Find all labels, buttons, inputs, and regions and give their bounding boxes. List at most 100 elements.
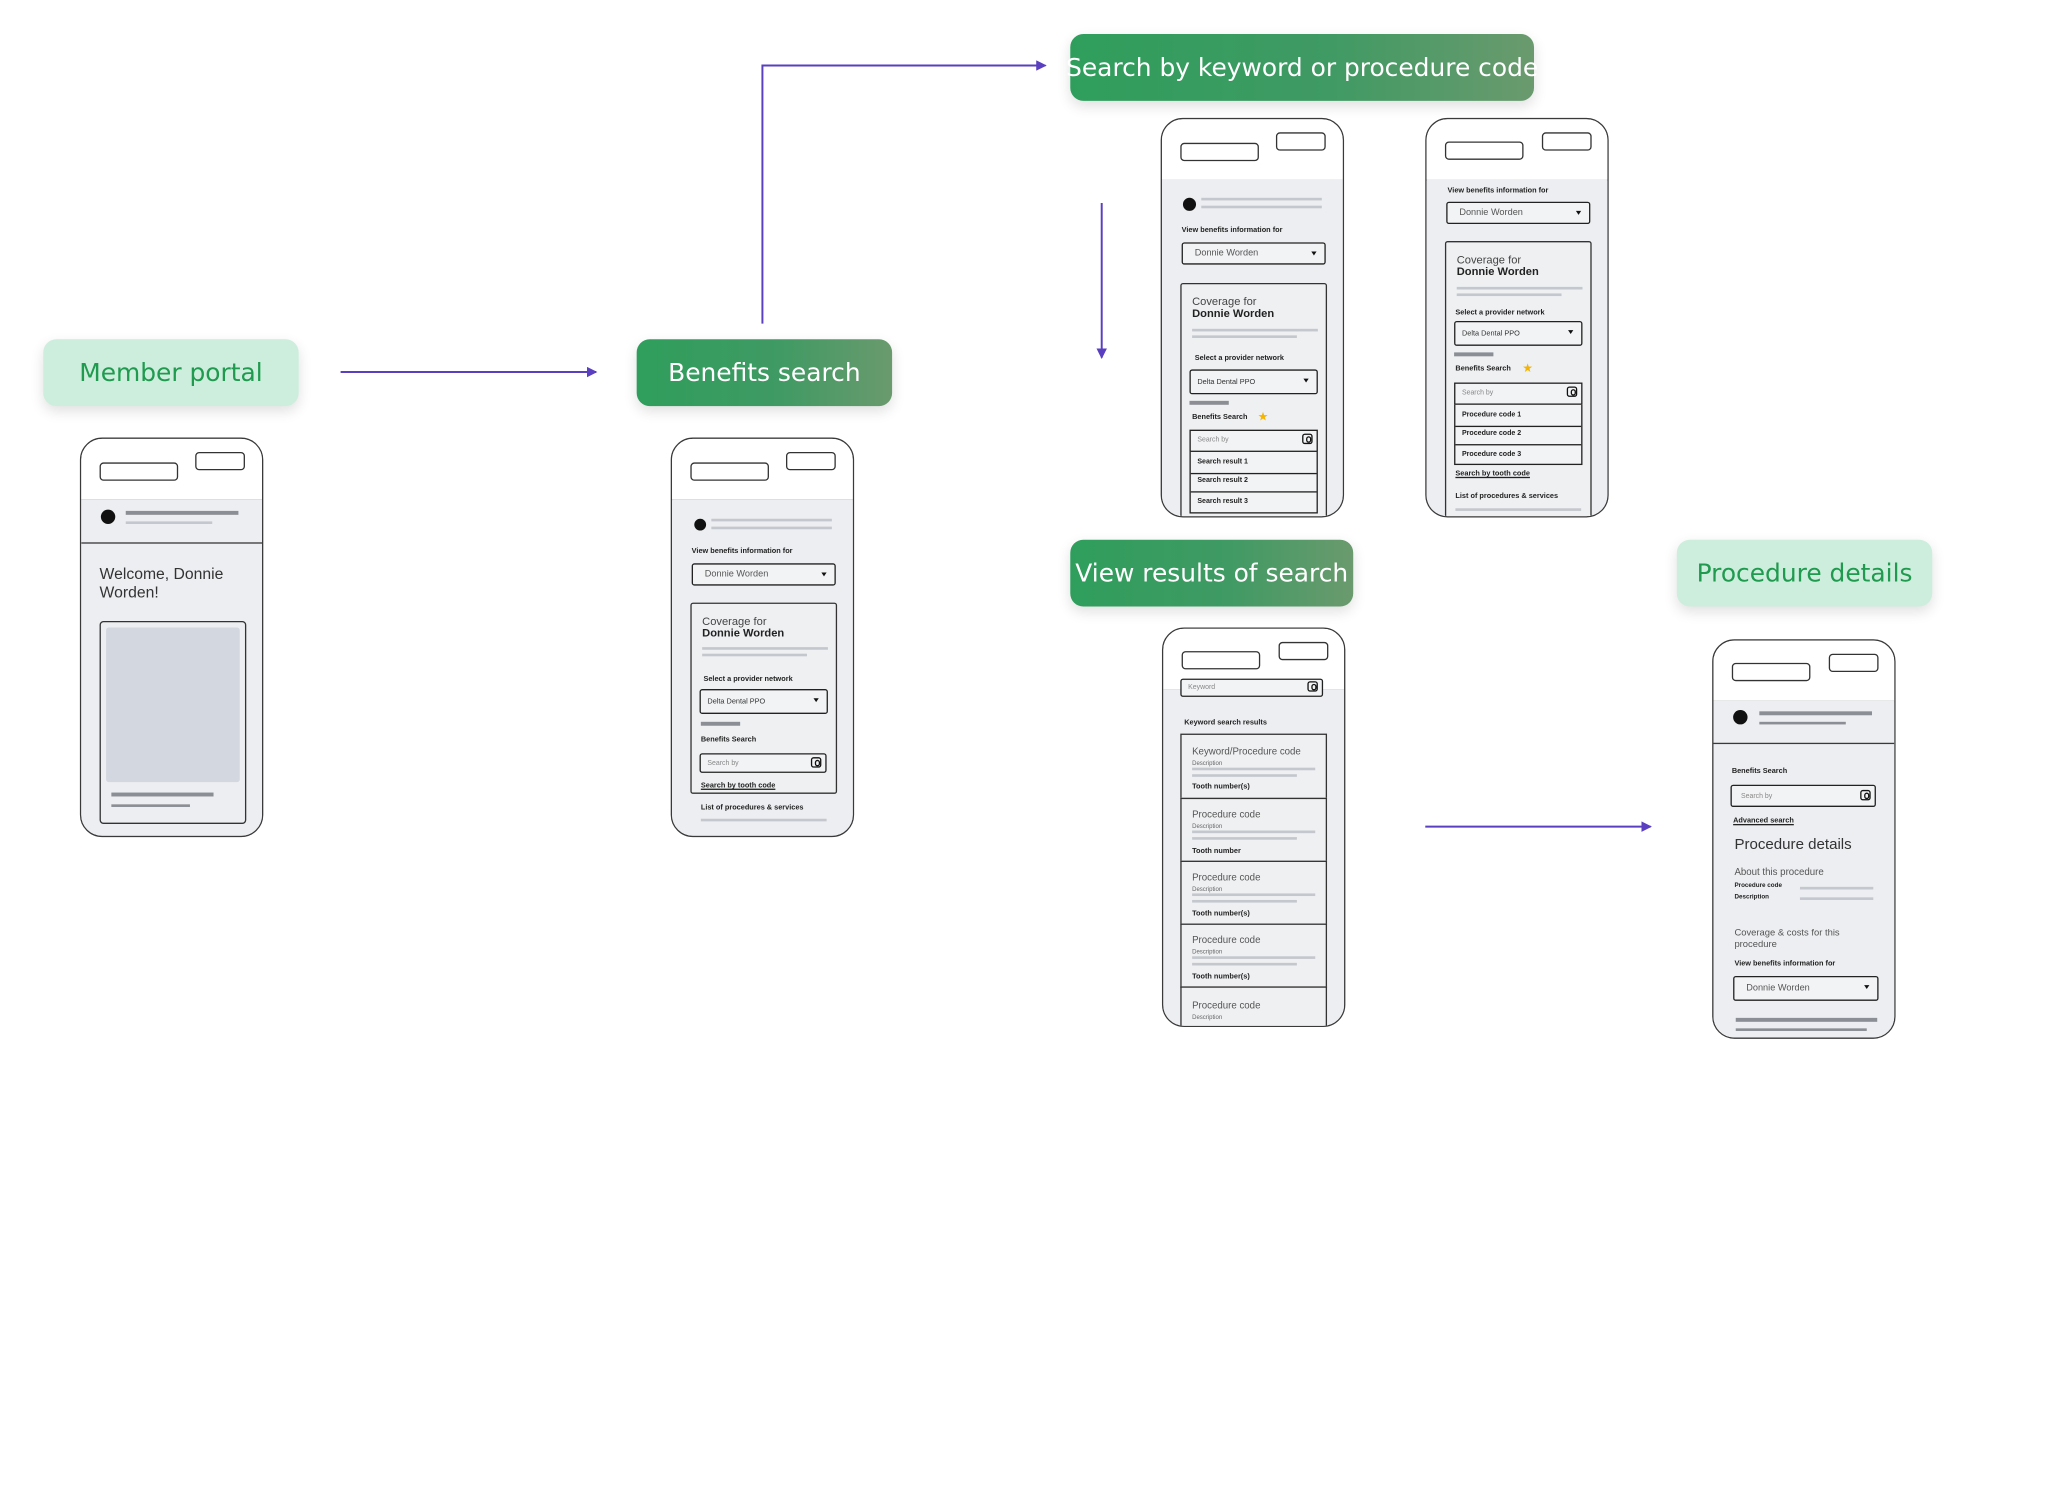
result-card-title: Keyword/Procedure code <box>1192 745 1301 758</box>
procedures-list-link[interactable]: List of procedures & services <box>700 804 804 813</box>
phone-screen: View benefits information for Donnie Wor… <box>1161 179 1343 517</box>
tooth-code-link[interactable]: Search by tooth code <box>1455 470 1530 479</box>
benefits-search-label: Benefits Search <box>1192 413 1248 422</box>
flow-arrows <box>340 60 1652 832</box>
procedures-list-link[interactable]: List of procedures & services <box>1455 492 1559 501</box>
placeholder-line <box>1192 328 1318 332</box>
star-icon: ★ <box>1522 361 1533 375</box>
header-button <box>1275 132 1326 151</box>
search-icon[interactable] <box>1307 681 1318 692</box>
result-item[interactable]: Procedure code 2 <box>1455 423 1582 446</box>
phone-header <box>672 438 853 501</box>
result-card-title: Procedure code <box>1192 871 1261 883</box>
header-button <box>1278 641 1329 661</box>
placeholder-line <box>1192 830 1316 834</box>
placeholder-line <box>1759 721 1846 725</box>
view-info-label: View benefits information for <box>1734 960 1836 969</box>
placeholder-line <box>125 521 213 524</box>
placeholder-line <box>1192 837 1297 840</box>
result-card[interactable]: Keyword/Procedure code Description Tooth… <box>1180 733 1328 800</box>
welcome-message: Welcome, Donnie Worden! <box>99 564 224 602</box>
placeholder-line <box>1189 400 1229 405</box>
result-item[interactable]: Procedure code 3 <box>1455 444 1581 465</box>
header-field <box>1731 662 1811 682</box>
provider-select-value: Delta Dental PPO <box>1461 330 1520 338</box>
member-select[interactable]: Donnie Worden <box>1446 201 1591 225</box>
result-card-desc: Description <box>1192 759 1223 767</box>
result-label: Procedure code 2 <box>1461 429 1522 438</box>
provider-network-select[interactable]: Delta Dental PPO <box>699 689 828 714</box>
results-dropdown: Search by Search result 1 Search result … <box>1189 429 1318 514</box>
result-card[interactable]: Procedure code Description Tooth number(… <box>1180 860 1328 925</box>
member-name: Donnie Worden <box>1456 264 1539 278</box>
result-card[interactable]: Procedure code Description <box>1180 986 1328 1026</box>
result-label: Procedure code 1 <box>1461 411 1522 420</box>
member-select[interactable]: Donnie Worden <box>691 563 836 586</box>
search-input[interactable]: Search by <box>1454 382 1583 405</box>
phone-keyword-search-b: View benefits information for Donnie Wor… <box>1425 117 1609 518</box>
tooth-code-link[interactable]: Search by tooth code <box>700 782 776 790</box>
placeholder-line <box>1201 197 1322 201</box>
search-input[interactable]: Search by <box>699 753 827 773</box>
coverage-for-label: Coverage for <box>1456 252 1522 266</box>
chevron-down-icon <box>1568 330 1574 335</box>
placeholder-line <box>711 526 832 530</box>
benefits-search-label: Benefits Search <box>1731 767 1788 776</box>
divider <box>81 542 262 544</box>
results-dropdown: Search by Procedure code 1 Procedure cod… <box>1454 382 1583 466</box>
stage-view-results: View results of search <box>1070 539 1354 607</box>
description-label: Description <box>1734 894 1770 902</box>
placeholder-line <box>1454 352 1494 357</box>
result-item[interactable]: Search result 1 <box>1190 452 1317 475</box>
placeholder-line <box>700 818 827 822</box>
provider-network-select[interactable]: Delta Dental PPO <box>1189 369 1318 395</box>
result-card[interactable]: Procedure code Description Tooth number <box>1180 797 1328 862</box>
placeholder-line <box>1192 899 1297 903</box>
search-input[interactable]: Search by <box>1189 429 1318 452</box>
placeholder-line <box>1192 893 1316 897</box>
phone-header <box>1426 119 1608 181</box>
result-card[interactable]: Procedure code Description Tooth number(… <box>1180 923 1328 988</box>
search-icon[interactable] <box>1860 789 1871 801</box>
search-placeholder: Search by <box>1740 792 1773 801</box>
provider-network-select[interactable]: Delta Dental PPO <box>1454 320 1583 346</box>
member-select[interactable]: Donnie Worden <box>1733 975 1879 1001</box>
search-input[interactable]: Search by <box>1730 784 1876 807</box>
result-card-tooth: Tooth number <box>1192 847 1241 856</box>
header-button <box>195 451 245 471</box>
result-item[interactable]: Procedure code 1 <box>1455 405 1582 428</box>
search-placeholder: Search by <box>1461 389 1494 397</box>
benefits-search-label: Benefits Search <box>1455 365 1511 374</box>
result-label: Search result 1 <box>1197 458 1248 467</box>
search-icon[interactable] <box>1566 386 1578 397</box>
provider-network-label: Select a provider network <box>1455 309 1545 318</box>
result-card-desc: Description <box>1192 948 1223 955</box>
placeholder-line <box>1456 293 1562 297</box>
placeholder-line <box>1735 1028 1867 1031</box>
result-item[interactable]: Search result 3 <box>1191 491 1317 512</box>
result-label: Search result 2 <box>1197 476 1248 485</box>
result-item[interactable]: Search result 2 <box>1190 470 1317 493</box>
result-label: Procedure code 3 <box>1461 450 1522 459</box>
result-card-tooth: Tooth number(s) <box>1192 910 1250 919</box>
header-field <box>1181 651 1261 670</box>
placeholder-line <box>111 804 190 807</box>
phone-header <box>81 438 262 501</box>
search-icon[interactable] <box>1302 433 1313 445</box>
search-placeholder: Search by <box>707 759 739 768</box>
advanced-search-link[interactable]: Advanced search <box>1733 817 1794 826</box>
member-select-value: Donnie Worden <box>1746 983 1810 993</box>
stage-search-keyword: Search by keyword or procedure code <box>1066 34 1538 101</box>
placeholder-line <box>700 721 741 726</box>
result-card-desc: Description <box>1192 1013 1223 1021</box>
keyword-input[interactable]: Keyword <box>1180 678 1324 697</box>
phone-screen: View benefits information for Donnie Wor… <box>672 499 853 836</box>
header-field <box>99 462 179 481</box>
search-icon[interactable] <box>810 757 822 768</box>
member-select[interactable]: Donnie Worden <box>1181 242 1326 265</box>
placeholder-line <box>702 647 828 650</box>
header-button <box>1828 653 1879 673</box>
about-procedure: About this procedure <box>1734 865 1824 878</box>
phone-procedure-details: Benefits Search Search by Advanced searc… <box>1712 639 1896 1039</box>
